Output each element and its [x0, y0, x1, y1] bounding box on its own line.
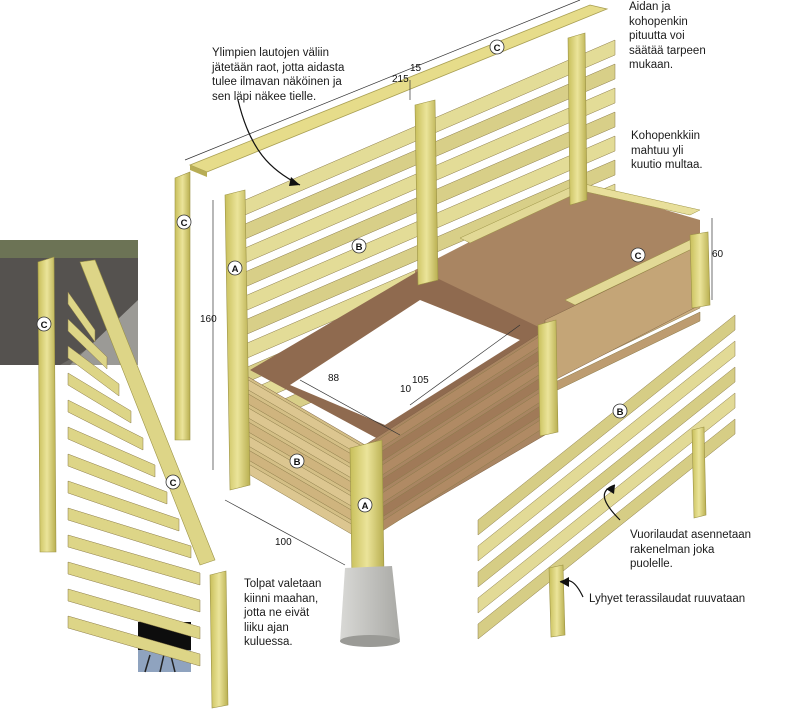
cladding-board	[477, 340, 736, 562]
badge-c-post: C	[176, 214, 192, 230]
post-back-tall	[414, 32, 711, 437]
dim-160: 160	[200, 314, 217, 325]
post-c-loose	[174, 171, 191, 441]
svg-text:B: B	[356, 242, 363, 253]
panel-board	[67, 615, 201, 667]
panel-board	[67, 453, 168, 505]
svg-text:B: B	[294, 457, 301, 468]
svg-text:C: C	[635, 251, 642, 262]
exploded-fence-panel	[37, 256, 229, 709]
dim-60: 60	[712, 249, 724, 260]
badge-c-left-post: C	[36, 316, 52, 332]
svg-text:A: A	[232, 264, 239, 275]
panel-board	[67, 507, 192, 559]
badge-a-front: A	[357, 497, 373, 513]
panel-board	[67, 399, 144, 451]
panel-board	[67, 372, 132, 424]
cladding-board	[477, 366, 736, 588]
svg-text:A: A	[362, 501, 369, 512]
cladding-board	[477, 314, 736, 536]
part-badges: A A B B B C C C C C	[36, 39, 646, 513]
arrow-heads	[289, 177, 615, 587]
dim-105: 105	[412, 375, 429, 386]
badge-b-planter: B	[289, 453, 305, 469]
dim-10: 10	[400, 384, 412, 395]
dim-15: 15	[410, 63, 422, 74]
planter-box	[244, 182, 701, 543]
svg-text:C: C	[170, 478, 177, 489]
badge-c-diagonal: C	[165, 474, 181, 490]
dim-88: 88	[328, 373, 340, 384]
cladding-board	[477, 418, 736, 640]
dim-100: 100	[275, 537, 292, 548]
panel-board	[67, 426, 156, 478]
panel-board	[67, 534, 201, 586]
exploded-cladding-boards	[477, 314, 736, 640]
svg-text:C: C	[181, 218, 188, 229]
badge-c-rail: C	[489, 39, 505, 55]
panel-board	[67, 588, 201, 640]
panel-board	[67, 345, 120, 397]
badge-c-rim: C	[630, 247, 646, 263]
svg-text:C: C	[494, 43, 501, 54]
svg-text:C: C	[41, 320, 48, 331]
panel-board	[67, 291, 96, 343]
badge-b-fence: B	[351, 238, 367, 254]
panel-board	[67, 561, 201, 613]
concrete-footing	[340, 566, 400, 647]
badge-a-left: A	[227, 260, 243, 276]
svg-text:B: B	[617, 407, 624, 418]
badge-b-boards: B	[612, 403, 628, 419]
dimension-lines	[184, 0, 713, 566]
dim-215: 215	[392, 74, 409, 85]
panel-board	[67, 480, 180, 532]
note-terrace-boards: Lyhyet terassilaudat ruuvataan	[589, 593, 746, 605]
panel-board	[67, 318, 108, 370]
